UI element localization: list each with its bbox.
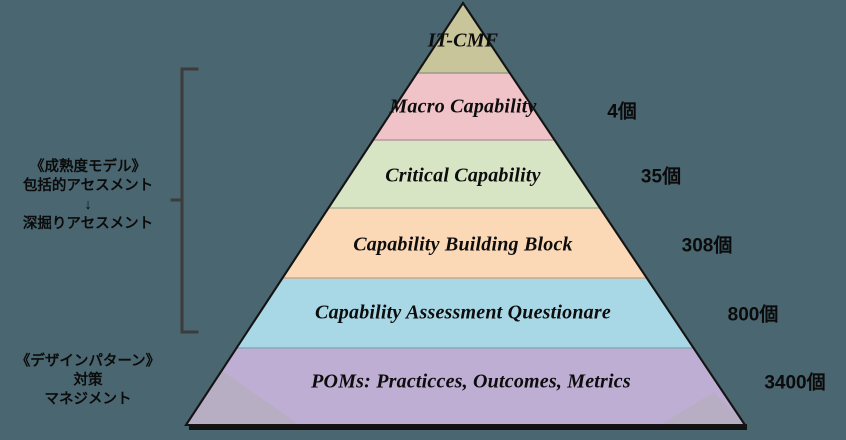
design-pattern-note: 《デザインパターン》 対策 マネジメント <box>15 353 161 408</box>
scope-bracket <box>170 67 199 334</box>
pyramid-outline <box>184 1 747 427</box>
count-macro-capability: 4個 <box>607 101 637 123</box>
count-poms: 3400個 <box>764 372 826 394</box>
count-capability-building-block: 308個 <box>681 235 733 257</box>
base-left-wedge <box>186 370 300 425</box>
level-label-macro-capability: Macro Capability <box>389 95 537 118</box>
level-label-critical-capability: Critical Capability <box>385 164 541 187</box>
level-label-capability-assessment-questionare: Capability Assessment Questionare <box>315 301 611 324</box>
base-right-wedge <box>660 392 745 425</box>
level-label-it-cmf: IT-CMF <box>427 29 499 52</box>
base-shadow <box>189 424 747 430</box>
count-capability-assessment-questionare: 800個 <box>727 304 779 326</box>
band-capability-assessment-questionare <box>186 278 745 348</box>
pyramid-bands <box>186 3 745 425</box>
level-label-capability-building-block: Capability Building Block <box>353 233 573 256</box>
maturity-model-note: 《成熟度モデル》 包括的アセスメント ↓ 深掘りアセスメント <box>22 158 154 233</box>
level-label-poms: POMs: Practicces, Outcomes, Metrics <box>311 370 631 393</box>
count-critical-capability: 35個 <box>640 166 682 188</box>
